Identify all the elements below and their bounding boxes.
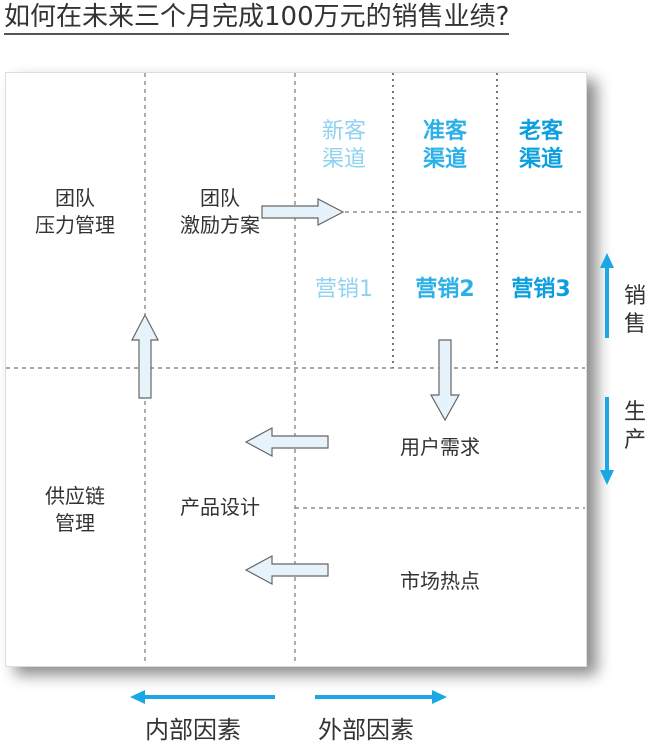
label-line: 渠道 [321,147,366,172]
label-line: 新客 [321,119,366,144]
label-line: 团队 [55,186,95,210]
label-line: 供应链 [45,484,105,508]
team-pressure-label: 团队 压力管理 [15,185,135,239]
product-design-label: 产品设计 [180,495,260,519]
marketing-3: 营销3 [511,277,571,302]
marketing-2: 营销2 [415,277,475,302]
label-line: 老客 [518,119,563,144]
channel-new: 新客 渠道 [295,118,393,174]
label-line: 准客 [422,119,467,144]
label-line: 渠道 [422,147,467,172]
label-line: 渠道 [518,147,563,172]
arrow-left-icon [244,426,329,458]
external-factors-label: 外部因素 [318,716,414,744]
supply-chain-label: 供应链 管理 [15,483,135,537]
arrow-right-icon [261,198,345,226]
label-line: 压力管理 [35,213,115,237]
marketing-1: 营销1 [315,277,373,302]
arrow-left-icon [244,554,329,586]
arrow-up-icon [131,313,159,399]
label-line: 管理 [55,511,95,535]
sales-axis-label: 销售 [624,284,647,337]
market-hotspot-label: 市场热点 [400,569,480,593]
channel-prospect: 准客 渠道 [393,118,497,174]
user-demand-label: 用户需求 [400,435,480,459]
page-title: 如何在未来三个月完成100万元的销售业绩? [4,2,510,35]
internal-factors-label: 内部因素 [145,716,241,744]
production-axis-label: 生产 [624,400,647,453]
label-line: 团队 [200,186,240,210]
channel-existing: 老客 渠道 [497,118,585,174]
label-line: 激励方案 [180,213,260,237]
team-incentive-label: 团队 激励方案 [155,185,285,239]
arrow-down-icon [429,339,461,422]
